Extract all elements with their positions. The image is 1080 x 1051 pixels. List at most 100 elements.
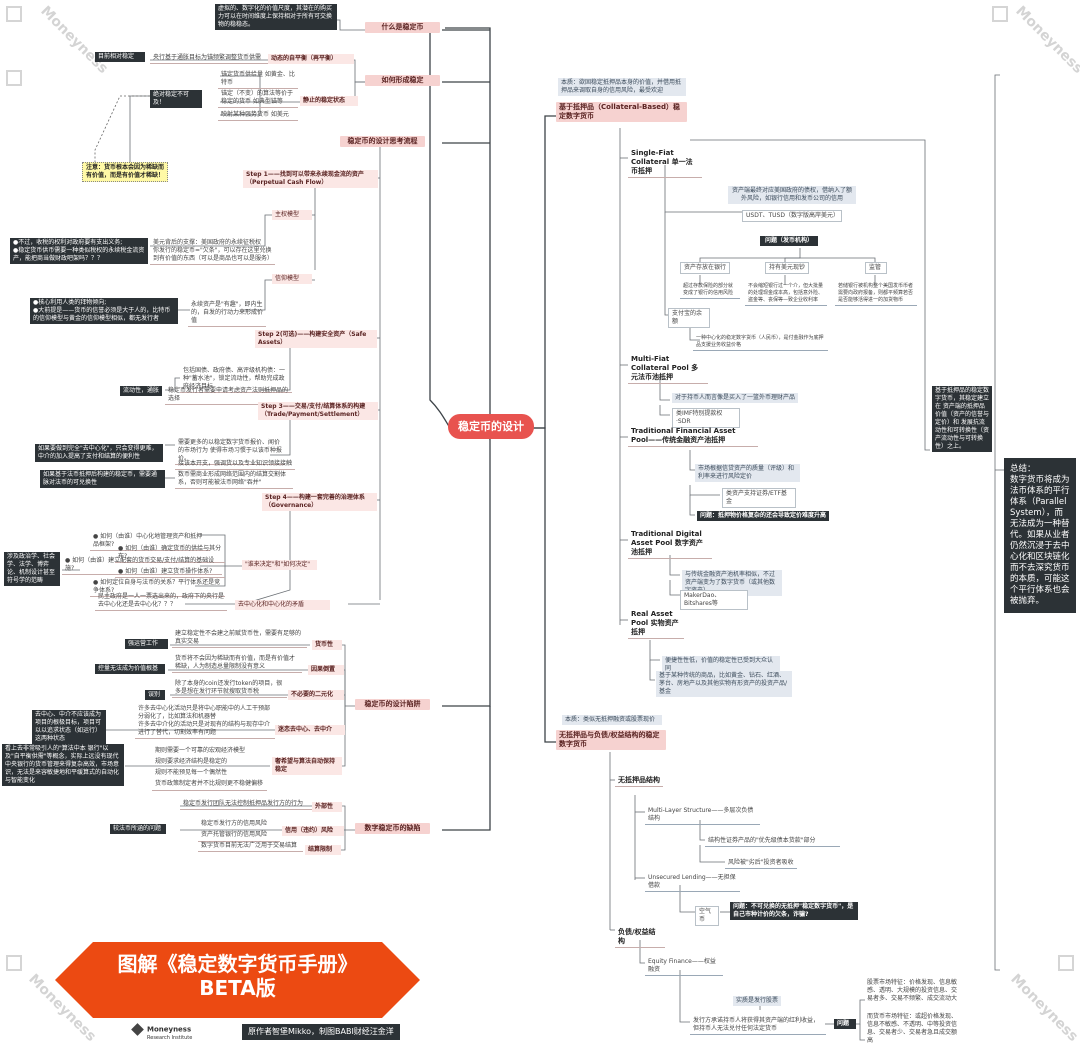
what-note: 虚拟的、数字化的价值尺度，其潜在的购买力可以在时间维度上保持相对于所有可交换物的…: [215, 4, 337, 30]
dynamic-node: 动态的自平衡（再平衡）: [268, 54, 354, 64]
defect-3-label: 结算限制: [305, 845, 341, 855]
single-fiat-label: Single-Fiat Collateral 单一法币抵押: [628, 148, 702, 178]
defect-2-text: 稳定币发行方的信用风险 资产托管银行的信用风险: [198, 817, 280, 842]
unsecured-text: Unsecured Lending——无担保借款: [645, 873, 740, 892]
qr-mark-bottom-left: [6, 955, 22, 971]
collateral-intro: 本质：欲固稳定抵押品本身的价值，并借用抵押品来调取自身的信用风险，最受欢迎: [558, 78, 686, 96]
step3-text-1: 需要更多的以稳定数字货币报价、闻价的市场行为 使得市场习惯于以该币种报价。: [175, 438, 285, 465]
collateral-summary: 基于抵押品的稳定数字货币，其稳定建立在 资产端的抵押品价值（资产的信誉与定价）和…: [932, 386, 992, 452]
multi-fiat-example: 类IMF特别提款权·SDR: [672, 408, 740, 428]
real-asset-text-1: 便捷性性低，价值的稳定性已受到大众认同: [662, 656, 780, 674]
step4-item-4: ● 如何（由谁）建立货币操作体系?: [115, 567, 225, 578]
pitfall-5-tag: 看上去非常吸引人的"算法中本 银行"以及"自平衡供需"等概念，实际上远没有现代中…: [2, 744, 124, 786]
equity-problem-tag: 问题: [834, 1019, 856, 1029]
pitfall-2-tag: 控量无法成为价值根基: [95, 664, 165, 674]
pitfall-5-text: 期则需要一个可靠的宏观经济模型 规则要求经济结构是稳定的 规则不能预见每一个偶然…: [152, 744, 267, 791]
pitfall-3-text: 除了本身的coin还发行token的项目，很多是想在发行环节就搜取货币税: [172, 679, 287, 698]
trad-financial-label: Traditional Financial Asset Pool——传统金融资产…: [628, 426, 758, 447]
collateral-header[interactable]: 基于抵押品（Collateral-Based）稳定数字货币: [556, 102, 687, 122]
note-sticky: 注意：货币根本会因为稀缺而有价值，而是有价值才稀缺！: [82, 162, 168, 182]
trad-financial-problem: 问题：抵押物价格复杂的还会导致定价难度升高: [697, 511, 829, 521]
real-asset-text-2: 基于某种传统的商品，比如黄金、钻石、红酒、茅台、房地产以及其他实物有形资产的投资…: [656, 671, 792, 697]
static-item-3: 映射某种强势货币 如美元: [218, 110, 298, 121]
credit-node: 信仰模型: [272, 274, 312, 284]
design-flow-node[interactable]: 稳定币的设计思考流程: [340, 136, 425, 147]
pitfall-1-tag: 强运营工作: [125, 639, 168, 649]
support-label: 支付宝的余额: [668, 308, 710, 328]
defect-2-label: 信用（违约）风险: [282, 826, 344, 836]
dynamic-text: 央行基于通胀目标为锚频繁调整货币供需: [150, 53, 268, 64]
step2-text-2: 稳定币发行者需要申请考虑资产法则抵押品的选择: [165, 386, 295, 405]
static-item-1: 锚定货币供给量 如黄金、比特币: [218, 70, 298, 89]
equity-problem-1: 股票市场特征：价格发现、信息敏感、透明、大规模的投资信息、交易者多、交易不频繁、…: [867, 979, 958, 1002]
absolute-tag: 绝对稳定不可及！: [150, 90, 202, 108]
what-node[interactable]: 什么是稳定币: [365, 22, 440, 33]
real-asset-label: Real Asset Pool 实物资产抵押: [628, 609, 684, 639]
single-fiat-sub-text-2: 不会缩短银行过一个介，但大批量的处理现金成本高，包括意外险、盗金等、丧保等—致企…: [745, 282, 827, 306]
equity-sub: 实质是发行股票: [733, 996, 781, 1006]
logo-sub: Research Institute: [147, 1035, 193, 1041]
logo: Moneyness Research Institute: [131, 1023, 193, 1042]
trad-digital-example: MakerDao、Bitshares等: [680, 590, 748, 610]
defects-tag: 较法币所涵的问题: [110, 824, 166, 834]
defect-3-text: 数字货币目前无法广泛用于交易结算: [198, 841, 303, 852]
mls-sub-1: 结构性证券产品的"优先级债本货款"部分: [705, 836, 840, 847]
sovereign-text: 美元背后的支撑：美国政府的永续征税权 你发行的稳定币="欠条"，可以存在这里兑换…: [150, 238, 275, 265]
pitfall-3-tag: 误别: [145, 690, 165, 700]
single-fiat-sub-3: 监管: [865, 262, 887, 274]
step3-note-2: 如果基于法币抵押后构建的稳定币，需要通脉对法币的可兑换性: [40, 470, 165, 488]
single-fiat-sub-2: 持有美元现钞: [765, 262, 809, 274]
logo-mark-icon: [131, 1023, 144, 1036]
pitfall-4-label: 迷恋去中心、去中介: [275, 725, 345, 735]
no-collateral-label: 无抵押品结构: [615, 775, 663, 787]
banner-subtitle: BETA版: [199, 976, 276, 1000]
banner-title: 图解《稳定数字货币手册》: [117, 952, 358, 976]
step4-item-2: ● 如何（由谁）确定货币的供给与其分布?: [115, 544, 225, 563]
sovereign-note: ●不过，收税的权利对政府要有支出义务; ●稳定货币供币需要一种类似税权的永续税金…: [10, 238, 148, 264]
step4-note: 涉及政治学、社会学、法学、博弈论、机制设计甚至符号学的范畴: [4, 552, 60, 586]
mls-text: Multi-Layer Structure——多层次负债结构: [645, 806, 760, 825]
how-formed-node[interactable]: 如何形成稳定: [365, 75, 440, 86]
pitfall-1-label: 货币性: [312, 640, 342, 650]
defect-1-label: 外部性: [312, 802, 342, 812]
non-collateral-header[interactable]: 无抵押品与负债/权益结构的稳定数字货币: [556, 730, 666, 750]
qr-mark-top-right: [992, 6, 1008, 22]
pitfall-4-text: 许多去中心化活动只是将中心职能中的人工干预部分弱化了，比如算法和机器替 许多去中…: [135, 704, 275, 739]
pitfalls-node[interactable]: 稳定币的设计陷阱: [355, 699, 430, 710]
single-fiat-desc: 资产端最终对应美国政府的债权，借纳入了额外风险，如银行信用和发币公司的信用: [728, 186, 856, 204]
step2-text-1: 包括国债、政府债、高评级机构债：一种"蓄水池"，锁定流动性，帮助完成政府经济目标: [180, 366, 292, 393]
equity-problem-2: 而货币市场特征：或超价格发现、信息不敏感、不透明、中等投资信息、交易者少、交易者…: [867, 1013, 958, 1044]
logo-name: Moneyness: [147, 1025, 192, 1034]
support-text: 一种中心化的稳定数字货币（人民币），是付金融作为底押品支援业务收益价格: [693, 334, 828, 351]
dynamic-tag: 目前相对稳定: [95, 52, 145, 62]
banner-shape: [55, 942, 420, 1018]
pitfall-5-label: 奢希望与算法自动保持稳定: [272, 757, 342, 775]
static-node: 静止的稳定状态: [300, 96, 358, 106]
equity-text: Equity Finance——权益融资: [645, 957, 723, 976]
step3-text-3: 数币需商业形成网络范围内的结算交割体系，否则可能被法币网络"吞并": [175, 470, 293, 489]
title-banner: 图解《稳定数字货币手册》 BETA版: [55, 942, 420, 1018]
trad-digital-label: Traditional Digital Asset Pool 数字资产池抵押: [628, 529, 712, 559]
center-node[interactable]: 稳定币的设计: [448, 414, 534, 439]
defects-node[interactable]: 数字稳定币的缺陷: [355, 823, 430, 834]
static-item-2: 锚定（不变）的算法等价于稳定的货币 如典型锚等: [218, 89, 298, 108]
non-collateral-intro: 本质：类似无抵押融资或股票现价: [562, 715, 662, 725]
single-fiat-problem: 问题（发币机构）: [760, 236, 818, 246]
step4-mid2: 去中心化和中心化的矛盾: [235, 600, 330, 610]
mls-sub-2: 风险被"劣后"投资者吸收: [725, 858, 797, 869]
final-summary: 总结： 数字货币将成为法币体系的平行体系（Parallel System），而无…: [1004, 458, 1076, 613]
pitfall-4-tag: 去中心、中介不应该成为项目的根极目标，项目可以以追求状态（如运行）这两种状态: [32, 710, 106, 744]
step4-node: Step 4——构建一套完善的治理体系（Governance）: [262, 493, 377, 511]
qr-mark-bottom-right: [1058, 955, 1074, 971]
qr-mark-top-left: [6, 6, 22, 22]
step2-tag: 流动性，通胀: [120, 386, 162, 396]
multi-fiat-label: Multi-Fiat Collateral Pool 多元法币池抵押: [628, 354, 708, 384]
step2-node: Step 2(可选)——构建安全资产（Safe Assets）: [255, 330, 377, 348]
single-fiat-examples: USDT、TUSD（数字版高岸美元）: [742, 210, 842, 222]
pitfall-3-label: 不必要的二元化: [288, 690, 344, 700]
single-fiat-sub-text-1: 超过存款保险的部分就变成了银行的信用风险: [680, 282, 740, 299]
equity-detail: 发行方承诺持币人将获得其资产端的红利收益，但持币人无法兑付任何法定货币: [690, 1016, 826, 1035]
air-problem: 问题：不可兑换的无抵押"稳定数字货币"，是自己市种计价的欠条，诈骗?: [730, 902, 858, 920]
multi-fiat-text: 对于持币人而言像是买入了一篮外币理财产品: [672, 393, 798, 403]
